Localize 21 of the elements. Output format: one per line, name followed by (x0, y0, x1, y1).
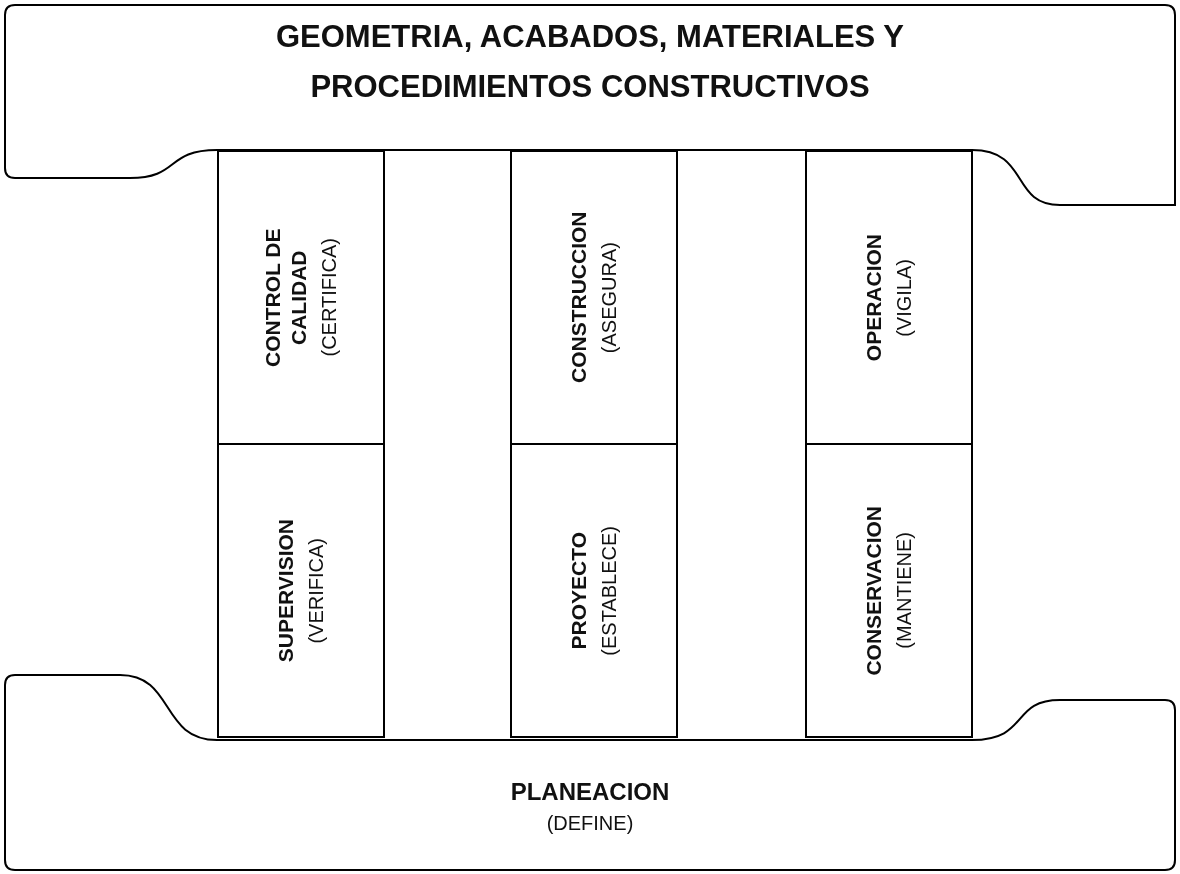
phase-box (217, 150, 385, 445)
phase-name: SUPERVISION (273, 518, 298, 663)
band-heading: PLANEACION (510, 777, 670, 807)
phase-verb: (CERTIFICA) (317, 238, 341, 357)
phase-verb: (VERIFICA) (304, 537, 328, 644)
band-title: GEOMETRIA, ACABADOS, MATERIALES Y PROCEDIMIENTOS CONSTRUCTIVOS (274, 18, 906, 106)
phase-verb: (VIGILA) (892, 258, 916, 337)
phase-box (217, 443, 385, 738)
phase-box (510, 443, 678, 738)
phase-name: CONSTRUCCION (566, 212, 591, 383)
phase-verb: (MANTIENE) (892, 532, 916, 649)
phase-box (510, 150, 678, 445)
phase-verb: (ESTABLECE) (597, 525, 621, 656)
phase-name: CONTROL DE CALIDAD (260, 227, 311, 369)
phase-name: CONSERVACION (861, 505, 886, 676)
phase-verb: (ASEGURA) (597, 241, 621, 354)
phase-name: OPERACION (861, 233, 886, 362)
phase-name: PROYECTO (566, 531, 591, 650)
phase-box (805, 150, 973, 445)
phase-box (805, 443, 973, 738)
band-subtext: (DEFINE) (546, 811, 634, 836)
